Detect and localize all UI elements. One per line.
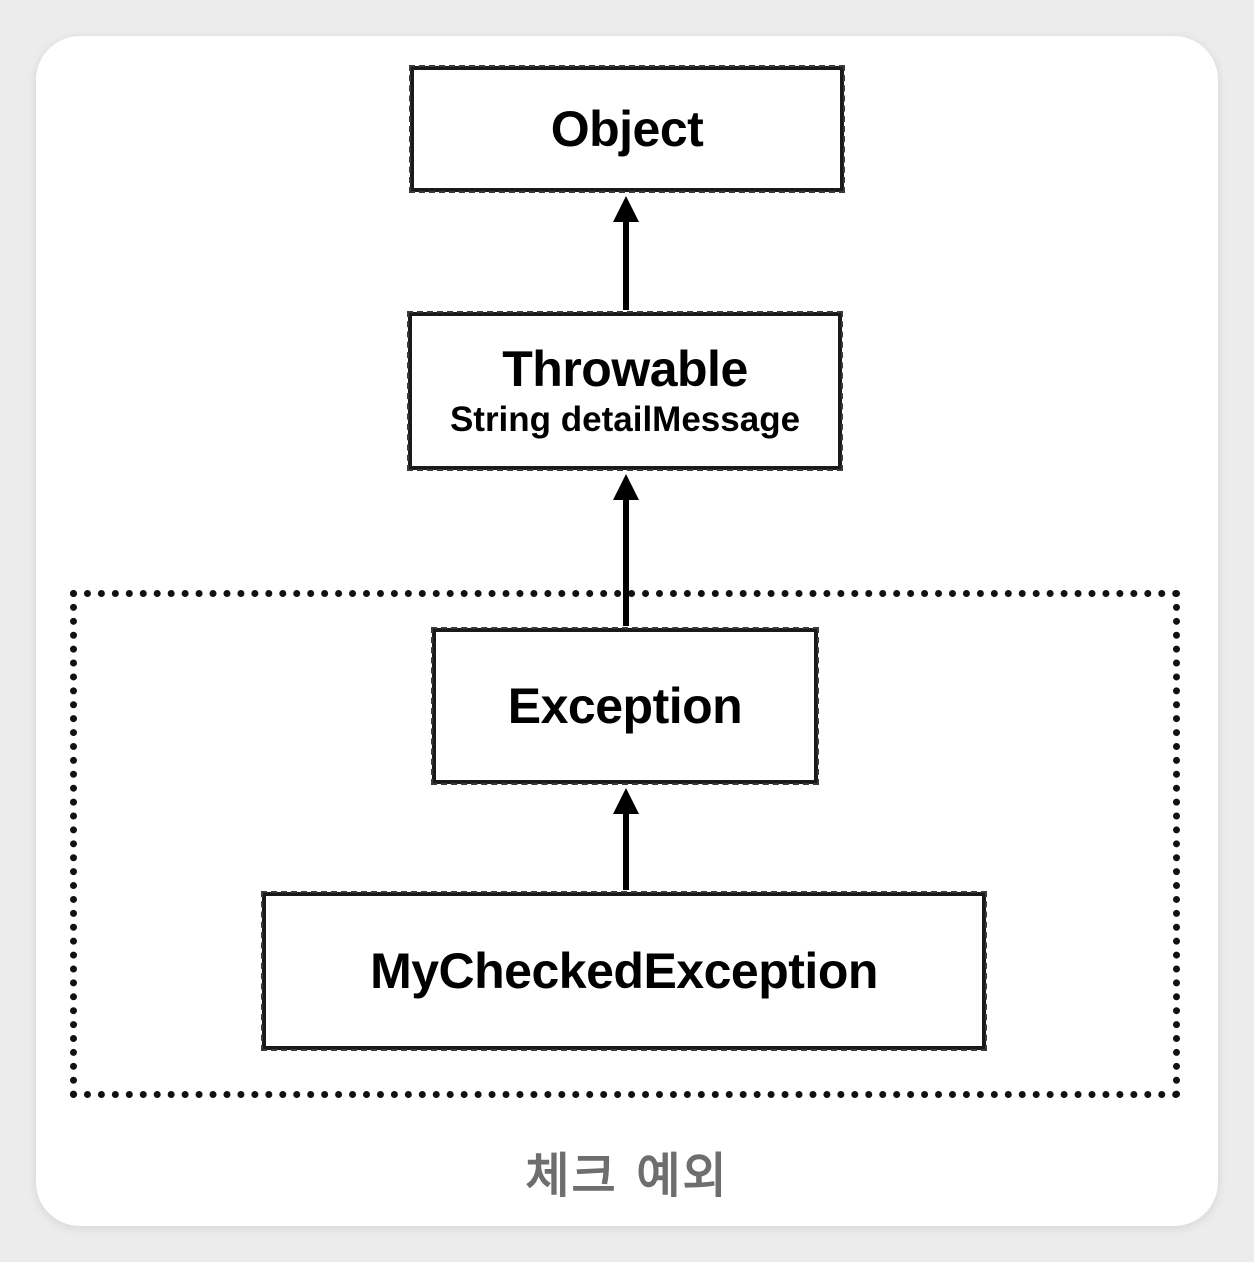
throwable-class-name: Throwable bbox=[502, 340, 748, 397]
exception-class-box: Exception bbox=[431, 627, 819, 785]
checked-exception-group-label: 체크 예외 bbox=[525, 1148, 729, 1204]
throwable-class-box: Throwable String detailMessage bbox=[407, 311, 843, 471]
my-checked-exception-class-box: MyCheckedException bbox=[261, 891, 987, 1051]
arrow-throwable-to-object bbox=[613, 196, 639, 310]
exception-class-name: Exception bbox=[507, 677, 743, 734]
object-class-name: Object bbox=[550, 100, 704, 157]
my-checked-exception-class-name: MyCheckedException bbox=[370, 942, 878, 999]
arrow-exception-to-throwable bbox=[613, 474, 639, 626]
object-class-box: Object bbox=[409, 65, 845, 193]
throwable-field: String detailMessage bbox=[449, 399, 801, 439]
arrow-mychecked-to-exception bbox=[613, 788, 639, 890]
